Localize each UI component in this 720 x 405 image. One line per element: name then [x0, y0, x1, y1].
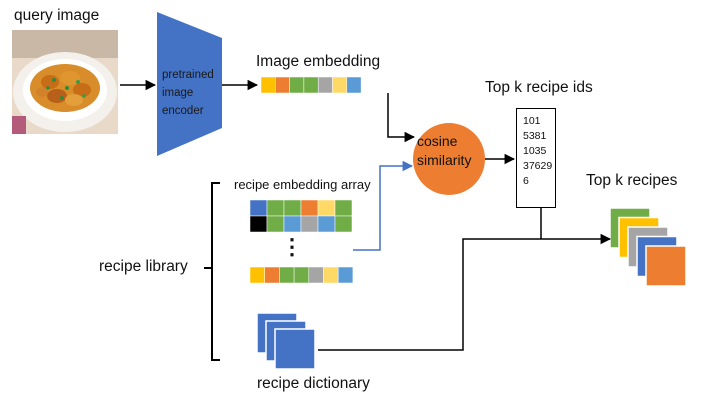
encoder-block [157, 12, 222, 156]
image-embedding-vector [260, 76, 362, 94]
embedding-array-cell [283, 215, 302, 233]
embedding-array-cell [266, 215, 285, 233]
embedding-array-cell [317, 199, 336, 217]
recipe-id-item: 5381 [523, 130, 547, 142]
ellipsis-vertical: ⋮ [281, 234, 303, 259]
recipe-id-item: 1035 [523, 145, 547, 157]
arrow-dictionary-to-recipes [318, 233, 612, 351]
recipe-embedding-cell [249, 266, 265, 284]
recipe-embedding-cell [308, 266, 324, 284]
embedding-array-cell [317, 215, 336, 233]
recipe-embedding-array-label: recipe embedding array [234, 177, 371, 192]
top-k-recipe-ids-label: Top k recipe ids [485, 79, 593, 96]
top-k-recipe-card [645, 245, 687, 287]
cosine-similarity-node [413, 123, 485, 195]
embedding-cell [303, 76, 319, 94]
image-embedding-label: Image embedding [256, 53, 381, 70]
embedding-cell [275, 76, 290, 94]
embedding-cell [346, 76, 362, 94]
arrow-embedding-to-cosine [387, 93, 416, 143]
arrow-array-to-cosine [353, 160, 414, 251]
recipe-library-label: recipe library [99, 258, 188, 275]
cosine-label-line1: cosine [417, 133, 458, 149]
encoder-label-line1: pretrained [162, 69, 214, 81]
encoder-label: pretrained image encoder [162, 66, 214, 120]
embedding-cell [289, 76, 305, 94]
recipe-ids-box: 101 5381 1035 37629 6 [516, 108, 556, 208]
recipe-id-item: 101 [523, 115, 541, 127]
embedding-array-cell [266, 199, 285, 217]
recipe-id-item: 6 [523, 175, 529, 187]
recipe-dictionary-stack [256, 312, 316, 370]
embedding-cell [260, 76, 276, 94]
embedding-array-cell [283, 199, 302, 217]
recipe-dictionary-label: recipe dictionary [257, 375, 370, 392]
embedding-array-cell [334, 215, 353, 233]
recipe-embedding-cell [323, 266, 339, 284]
encoder-label-line3: encoder [162, 105, 204, 117]
embedding-array-cell [300, 199, 319, 217]
query-food-photo [12, 30, 118, 134]
recipe-embedding-cell [293, 266, 310, 284]
recipe-ids-list: 101 5381 1035 37629 6 [517, 109, 555, 189]
embedding-cell [317, 76, 333, 94]
embedding-array-cell [249, 199, 268, 217]
cosine-label-line2: similarity [417, 152, 472, 168]
top-k-recipes-label: Top k recipes [586, 172, 678, 189]
recipe-embedding-cell [337, 266, 354, 284]
embedding-array-cell [334, 199, 353, 217]
embedding-cell [332, 76, 348, 94]
recipe-library-bracket [204, 182, 220, 361]
top-k-recipes-stack [609, 207, 687, 287]
recipe-id-item: 37629 [523, 160, 553, 172]
encoder-label-line2: image [162, 87, 194, 99]
embedding-array-cell [300, 215, 319, 233]
recipe-embedding-row [249, 266, 354, 284]
cosine-similarity-label: cosine similarity [417, 132, 471, 170]
embedding-array-cell [249, 215, 268, 233]
recipe-embedding-cell [264, 266, 280, 284]
recipe-embedding-cell [279, 266, 295, 284]
recipe-embedding-array-grid [249, 199, 353, 233]
query-image-label: query image [14, 7, 100, 24]
